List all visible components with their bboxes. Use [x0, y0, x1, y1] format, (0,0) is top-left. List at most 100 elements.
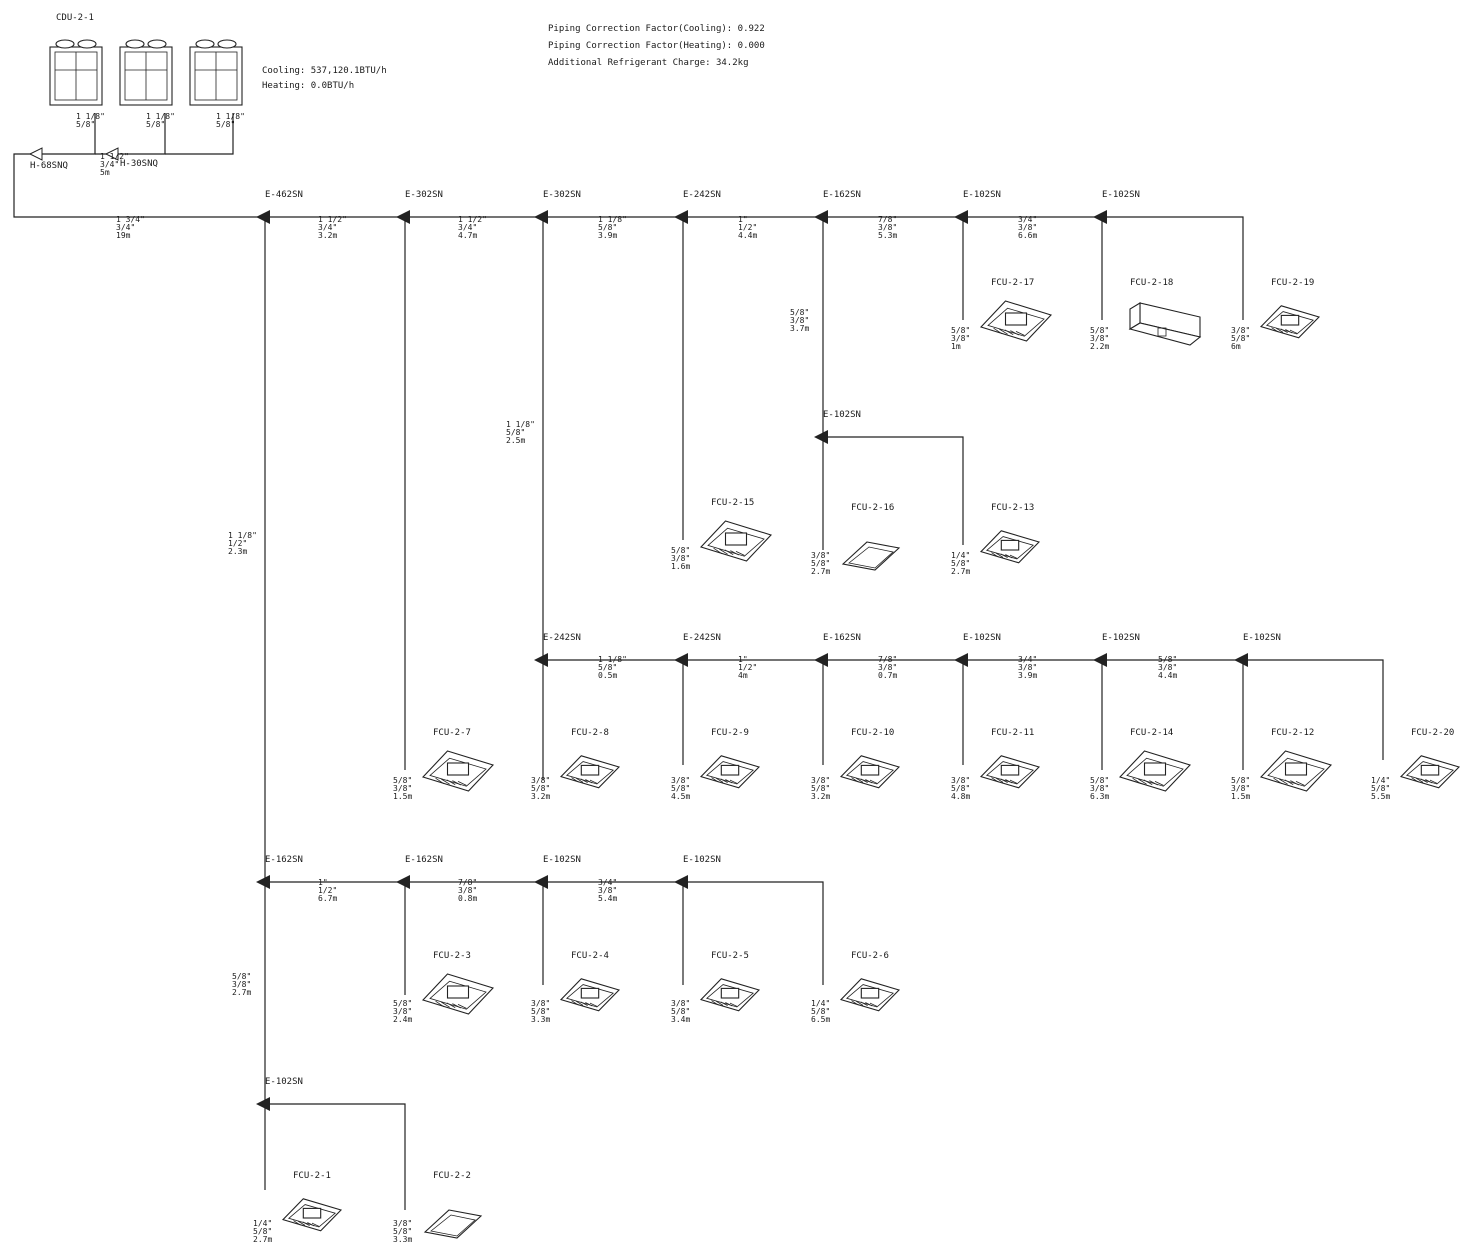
cassette-unit-panel [720, 987, 740, 999]
cassette-unit-grille [1405, 761, 1455, 785]
cassette-unit-vane [1000, 778, 1008, 784]
branch-joint-marker [814, 210, 828, 224]
outdoor-unit-group: 1 1/8"5/8"1 1/8"5/8"1 1/8"5/8"CDU-2-1Coo… [28, 13, 387, 177]
fcu-17: FCU-2-53/8"5/8"3.4m [671, 951, 761, 1024]
pipe-spec: 2.3m [228, 547, 247, 556]
cassette-unit-vane [729, 779, 738, 784]
cassette-unit-vane [1004, 329, 1014, 335]
branch-joint-marker [674, 210, 688, 224]
header-joint-marker [28, 147, 43, 161]
fcu-4: FCU-2-155/8"3/8"1.6m [671, 498, 773, 571]
pipe-spec: 3.7m [790, 324, 809, 333]
branch-joint-label: E-102SN [683, 855, 721, 865]
fcu-pipe-spec: 3/8" [393, 1007, 412, 1016]
cassette-unit-vane [718, 548, 728, 555]
fcu-pipe-spec: 3/8" [671, 999, 690, 1008]
fcu-pipe-spec: 2.7m [951, 567, 970, 576]
cassette-unit-panel [860, 987, 880, 999]
cassette-unit-vane [715, 777, 724, 783]
fcu-pipe-spec: 3.3m [531, 1015, 550, 1024]
cassette-unit-vane [1290, 780, 1299, 786]
fcu-pipe-spec: 2.2m [1090, 342, 1109, 351]
info-refrigerant-charge: Additional Refrigerant Charge: 34.2kg [548, 58, 748, 68]
cassette-unit-grille [845, 984, 895, 1008]
fcu-15: FCU-2-35/8"3/8"2.4m [393, 951, 495, 1024]
cassette-unit-vane [851, 1000, 859, 1006]
pipe-spec: 1/2" [318, 886, 337, 895]
header-joint-label: H-30SNQ [120, 159, 158, 169]
cassette-unit-panel [1280, 314, 1300, 326]
fcu-pipe-spec: 3.4m [671, 1015, 690, 1024]
cassette-unit-vane [440, 778, 450, 785]
pipe-spec: 1/2" [738, 223, 757, 232]
cassette-unit-vane [1285, 329, 1293, 334]
pipe-spec: 1 1/8" [228, 531, 257, 540]
pipe-spec: 0.5m [598, 671, 617, 680]
cassette-unit-vane [1149, 780, 1158, 786]
cassette-unit-vane [452, 1003, 461, 1009]
pipe-network [13, 113, 1384, 1210]
pipe-spec: 3/4" [458, 223, 477, 232]
outdoor-unit-pipe-spec: 5/8" [76, 120, 95, 129]
pipe-spec: 3/8" [1018, 663, 1037, 672]
fcu-pipe-spec: 3/8" [811, 551, 830, 560]
branch-joint-label: E-162SN [823, 190, 861, 200]
pipe-spec: 5.3m [878, 231, 897, 240]
cassette-unit-panel [720, 764, 740, 776]
outdoor-unit-icon [189, 39, 243, 106]
cassette-unit-vane [1005, 779, 1013, 784]
cassette-unit-vane [869, 1002, 878, 1007]
pipe-spec: 3/8" [458, 886, 477, 895]
branch-joint-label: E-102SN [1102, 190, 1140, 200]
cassette-unit-grille [565, 761, 615, 785]
fcu-pipe-spec: 3/8" [671, 776, 690, 785]
cassette-unit-vane [713, 547, 723, 555]
branch-joint-marker [814, 653, 828, 667]
outdoor-unit-fan [195, 39, 215, 49]
fcu-pipe-spec: 3/8" [1231, 784, 1250, 793]
header-joint-label: H-68SNQ [30, 161, 68, 171]
pipe-line [265, 881, 824, 985]
pipe-spec: 0.7m [878, 671, 897, 680]
pipe-spec: 1 1/2" [318, 215, 347, 224]
ducted-unit-front [1128, 322, 1202, 346]
cassette-unit-vane [991, 777, 999, 783]
cassette-unit-vane [1284, 779, 1294, 785]
cassette-unit-grille [1126, 757, 1184, 787]
fcu-pipe-spec: 5/8" [951, 784, 970, 793]
pipe-spec: 2.7m [232, 988, 251, 997]
fcu-name: FCU-2-4 [571, 951, 609, 961]
fcu-pipe-spec: 5/8" [1090, 776, 1109, 785]
outdoor-unit-name: CDU-2-1 [56, 13, 94, 23]
cassette-unit-vane [571, 1000, 579, 1006]
pipe-spec: 3.2m [318, 231, 337, 240]
fcu-pipe-spec: 5/8" [811, 784, 830, 793]
branch-joint-label: E-162SN [405, 855, 443, 865]
pipe-spec: 4.7m [458, 231, 477, 240]
cassette-unit-vane [1295, 781, 1305, 786]
pipe-spec: 1 1/8" [598, 215, 627, 224]
pipe-spec: 5/8" [1158, 655, 1177, 664]
branch-joint-marker [674, 875, 688, 889]
branch-joint-marker [954, 653, 968, 667]
cassette-unit-vane [1009, 554, 1018, 559]
pipe-spec: 1 3/4" [116, 215, 145, 224]
fcu-pipe-spec: 5/8" [253, 1227, 272, 1236]
cassette-unit-vane [1429, 779, 1438, 784]
branch-joint-marker [674, 653, 688, 667]
fcu-name: FCU-2-2 [433, 1171, 471, 1181]
pipe-spec: 3/8" [1018, 223, 1037, 232]
pipe-line [265, 1103, 406, 1210]
cassette-unit-vane [311, 1222, 320, 1227]
fcu-pipe-spec: 3/8" [531, 999, 550, 1008]
ducted-unit-box [1157, 327, 1167, 337]
fcu-pipe-spec: 5/8" [1231, 776, 1250, 785]
cassette-unit-vane [446, 1002, 456, 1008]
cassette-unit-vane [725, 779, 733, 784]
fcu-pipe-spec: 5/8" [671, 546, 690, 555]
branch-joint-marker [534, 210, 548, 224]
cassette-unit-vane [575, 1000, 584, 1006]
outdoor-unit-pipe-spec: 1 1/8" [216, 112, 245, 121]
